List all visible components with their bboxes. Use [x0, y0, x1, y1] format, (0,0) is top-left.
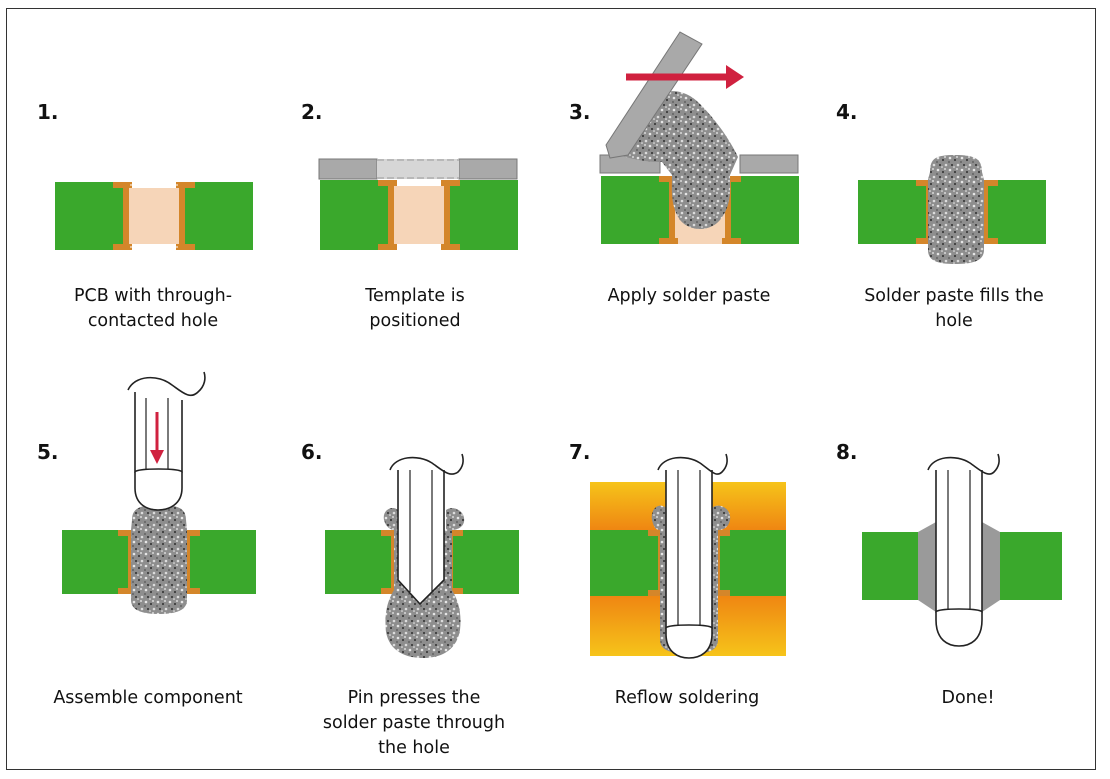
step-3-caption: Apply solder paste: [569, 284, 809, 309]
caption-line: the hole: [378, 738, 450, 758]
diagram-frame: [6, 8, 1096, 770]
solder-joint-right: [982, 522, 1000, 612]
solder-joint-left: [918, 522, 936, 612]
caption-line: solder paste through: [322, 713, 506, 733]
pcb-board-left: [590, 530, 660, 596]
copper-plating-left: [113, 182, 132, 250]
step-number-2: 2.: [301, 100, 323, 124]
copper-plating-right: [176, 182, 195, 250]
caption-line: Reflow soldering: [614, 688, 760, 708]
step-8-caption: Done!: [848, 686, 1088, 711]
step-number-4: 4.: [836, 100, 858, 124]
pcb-board-left: [601, 176, 671, 244]
component-pin: [657, 453, 728, 659]
caption-line: positioned: [369, 311, 461, 331]
pcb-board-left: [320, 180, 390, 250]
step-1-caption: PCB with through- contacted hole: [33, 284, 273, 334]
pcb-board-right: [718, 530, 786, 596]
pcb-board-left: [862, 532, 928, 600]
step-number-5: 5.: [37, 440, 59, 464]
through-hole: [125, 188, 183, 244]
caption-line: PCB with through-: [73, 286, 233, 306]
caption-line: Pin presses the: [347, 688, 481, 708]
step-6-illustration: [325, 453, 519, 658]
template-stencil-right: [458, 158, 518, 180]
step-number-1: 1.: [37, 100, 59, 124]
pcb-board-left: [55, 182, 125, 250]
caption-line: Template is: [365, 286, 465, 306]
component-pin: [927, 453, 1000, 647]
step-1-illustration: [55, 182, 253, 250]
pcb-board-left: [62, 530, 128, 594]
pcb-board-right: [190, 530, 256, 594]
step-number-8: 8.: [836, 440, 858, 464]
caption-line: Apply solder paste: [607, 286, 771, 306]
insert-arrow-head: [150, 450, 164, 464]
through-hole: [390, 186, 448, 244]
pcb-board-right: [986, 180, 1046, 244]
copper-plating-left: [378, 180, 397, 250]
caption-line: hole: [935, 311, 973, 331]
step-2-illustration: [318, 158, 518, 250]
step-7-illustration: [590, 453, 786, 659]
step-3-illustration: [599, 31, 799, 244]
step-6-caption: Pin presses the solder paste through the…: [294, 686, 534, 761]
solder-paste: [928, 155, 984, 264]
component-pin: [127, 371, 206, 511]
step-8-illustration: [862, 453, 1062, 647]
step-number-6: 6.: [301, 440, 323, 464]
squeegee-blade: [605, 31, 703, 159]
step-5-caption: Assemble component: [28, 686, 268, 711]
direction-arrow-head: [726, 65, 744, 89]
step-number-7: 7.: [569, 440, 591, 464]
step-2-caption: Template is positioned: [295, 284, 535, 334]
pcb-board-right: [990, 532, 1062, 600]
template-opening: [377, 159, 459, 179]
caption-line: Done!: [941, 688, 995, 708]
solder-paste: [131, 505, 187, 614]
pcb-board-right: [453, 530, 519, 594]
pcb-board-left: [858, 180, 928, 244]
caption-line: Assemble component: [53, 688, 243, 708]
step-4-caption: Solder paste fills the hole: [834, 284, 1074, 334]
pcb-board-right: [729, 176, 799, 244]
pcb-board-left: [325, 530, 391, 594]
template-stencil-left: [318, 158, 378, 180]
caption-line: contacted hole: [87, 311, 219, 331]
step-number-3: 3.: [569, 100, 591, 124]
pcb-board-right: [448, 180, 518, 250]
caption-line: Solder paste fills the: [864, 286, 1044, 306]
component-pin: [389, 453, 464, 606]
copper-plating-right: [441, 180, 460, 250]
pcb-board-right: [183, 182, 253, 250]
step-5-illustration: [62, 371, 256, 614]
template-stencil-right: [739, 154, 799, 174]
step-4-illustration: [858, 155, 1046, 264]
step-7-caption: Reflow soldering: [567, 686, 807, 711]
